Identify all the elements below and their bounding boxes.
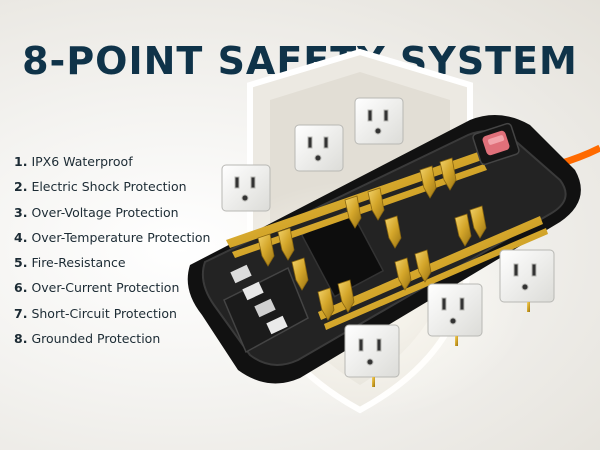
brass-contacts — [257, 157, 487, 321]
fuse-block — [230, 264, 288, 335]
outlet-module — [294, 124, 344, 172]
feature-item: 5. Fire-Resistance — [14, 255, 126, 271]
feature-item: 4. Over-Temperature Protection — [14, 229, 211, 245]
feature-item: 7. Short-Circuit Protection — [14, 305, 177, 321]
feature-item: 8. Grounded Protection — [14, 331, 161, 347]
outlet-module — [354, 97, 404, 145]
feature-item: 3. Over-Voltage Protection — [14, 204, 179, 220]
feature-item: 6. Over-Current Protection — [14, 280, 180, 296]
outlet-module — [344, 324, 400, 378]
outlet-module — [427, 283, 483, 337]
outlet-modules — [221, 97, 555, 378]
outlet-module — [499, 249, 555, 303]
outlet-module — [221, 164, 271, 212]
feature-list: 1. IPX6 Waterproof 2. Electric Shock Pro… — [14, 153, 210, 355]
feature-item: 1. IPX6 Waterproof — [14, 154, 133, 169]
feature-item: 2. Electric Shock Protection — [14, 179, 187, 195]
power-switch — [472, 122, 520, 166]
